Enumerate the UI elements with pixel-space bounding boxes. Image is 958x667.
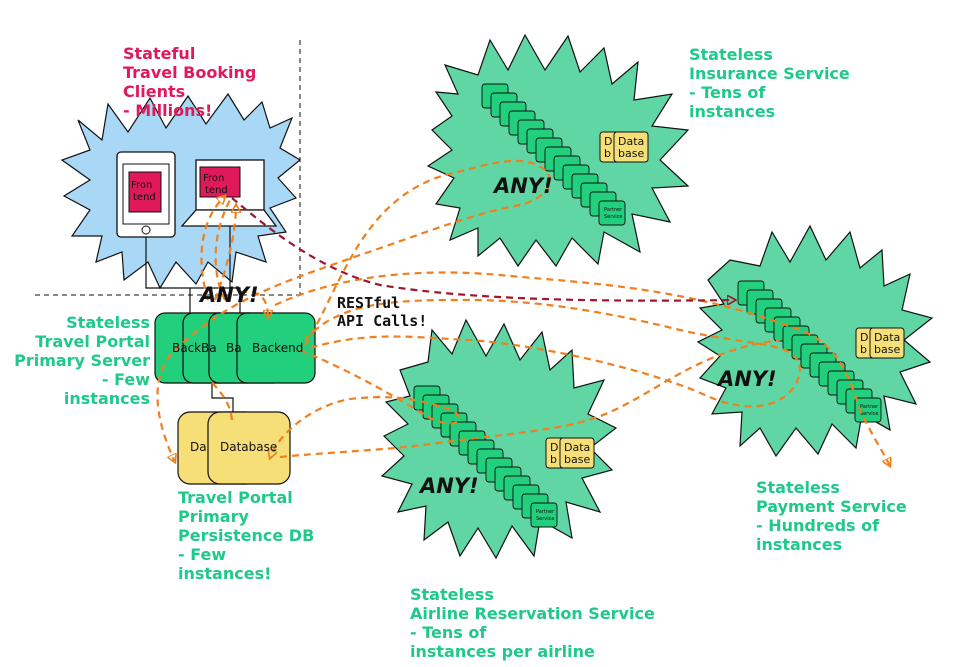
clients-cloud [60,92,302,290]
airline-db-behind-2: b [550,453,557,466]
portal-db-label-line-4: - Few [178,545,227,564]
mobile-frontend-label-2: tend [133,192,156,203]
insurance-partner-label-2: Service [604,214,622,220]
portal-db-label-line-2: Primary [178,507,249,526]
laptop-frontend-label-2: tend [205,185,228,196]
orange-request-flows [156,159,890,466]
backend-stack [154,312,316,384]
portal-server-label-line-4: - Few [101,370,150,389]
clients-label-line-2: Travel Booking [123,63,257,82]
airline-partner-label-1: Partner [536,509,555,515]
payment-db-label-1: Data [874,331,900,344]
insurance-label-line-3: - Tens of [689,83,766,102]
payment-db-behind-1: D [860,331,868,344]
airline-label-line-1: Stateless [410,585,494,604]
any-label-airline: ANY! [420,474,479,498]
portal-server-label-line-3: Primary Server [14,351,150,370]
insurance-db-behind-2: b [604,147,611,160]
api-calls-line-1: RESTful [337,294,401,312]
red-payment-flow [231,197,735,301]
clients-label-line-3: Clients [123,82,186,101]
backend-label-1: Back [172,341,201,355]
portal-db-label: Travel Portal Primary Persistence DB - F… [178,488,314,583]
portal-db-label-line-3: Persistence DB [178,526,315,545]
payment-partner-label-2: Service [860,411,878,417]
insurance-label-line-4: instances [689,102,776,121]
api-calls-label: RESTful API Calls! [337,294,427,330]
connector-lines [145,226,241,412]
clients-label: Stateful Travel Booking Clients - Millio… [123,44,256,120]
any-label-portal: ANY! [200,283,259,307]
backend-label-2: Ba [201,341,217,355]
portal-db-label-line-5: instances! [178,564,272,583]
portal-server-label-line-1: Stateless [66,313,150,332]
airline-db-label-1: Data [564,441,590,454]
payment-label: Stateless Payment Service - Hundreds of … [756,478,907,554]
backend-label-3: Ba [226,341,242,355]
airline-service-blob [380,318,618,560]
airline-database [545,437,595,469]
clients-label-line-4: - Millions! [123,101,213,120]
backend-label-4: Backend [252,341,303,355]
api-calls-line-2: API Calls! [337,312,428,330]
airline-db-label-2: base [564,453,590,466]
insurance-db-label-2: base [618,147,644,160]
insurance-label-line-1: Stateless [689,45,773,64]
airline-label-line-2: Airline Reservation Service [410,604,655,623]
payment-label-line-2: Payment Service [756,497,907,516]
payment-partner-label-1: Partner [860,404,879,410]
any-label-payment: ANY! [718,367,777,391]
portal-db-label-line-1: Travel Portal [178,488,293,507]
portal-db-label-1: Da [190,440,207,454]
payment-db-label-2: base [874,343,900,356]
insurance-db-behind-1: D [604,135,612,148]
portal-server-label-line-2: Travel Portal [35,332,150,351]
payment-label-line-1: Stateless [756,478,840,497]
airline-partner-label-2: Service [536,516,554,522]
insurance-label: Stateless Insurance Service - Tens of in… [689,45,850,121]
payment-label-line-3: - Hundreds of [756,516,880,535]
mobile-device-icon [116,151,176,238]
any-label-insurance: ANY! [494,174,553,198]
insurance-db-label-1: Data [618,135,644,148]
mobile-frontend-label-1: Fron [131,180,152,191]
airline-db-behind-1: D [550,441,558,454]
clients-label-line-1: Stateful [123,44,196,63]
portal-server-label: Stateless Travel Portal Primary Server -… [10,313,150,408]
airline-label-line-3: - Tens of [410,623,487,642]
insurance-partner-label-1: Partner [604,207,623,213]
partner-service-layer: PartnerServicePartnerServicePartnerServi… [413,83,882,528]
portal-db-label-2: Database [220,440,277,454]
portal-database-stack [177,411,291,485]
laptop-frontend-label-1: Fron [203,173,224,184]
portal-server-label-line-5: instances [63,389,150,408]
insurance-database [599,131,649,163]
airline-label-line-4: instances per airline [410,642,595,661]
payment-label-line-4: instances [756,535,843,554]
payment-db-behind-2: b [860,343,867,356]
airline-label: Stateless Airline Reservation Service - … [410,585,655,661]
payment-database [855,327,905,359]
laptop-device-icon [180,159,278,227]
insurance-label-line-2: Insurance Service [689,64,850,83]
